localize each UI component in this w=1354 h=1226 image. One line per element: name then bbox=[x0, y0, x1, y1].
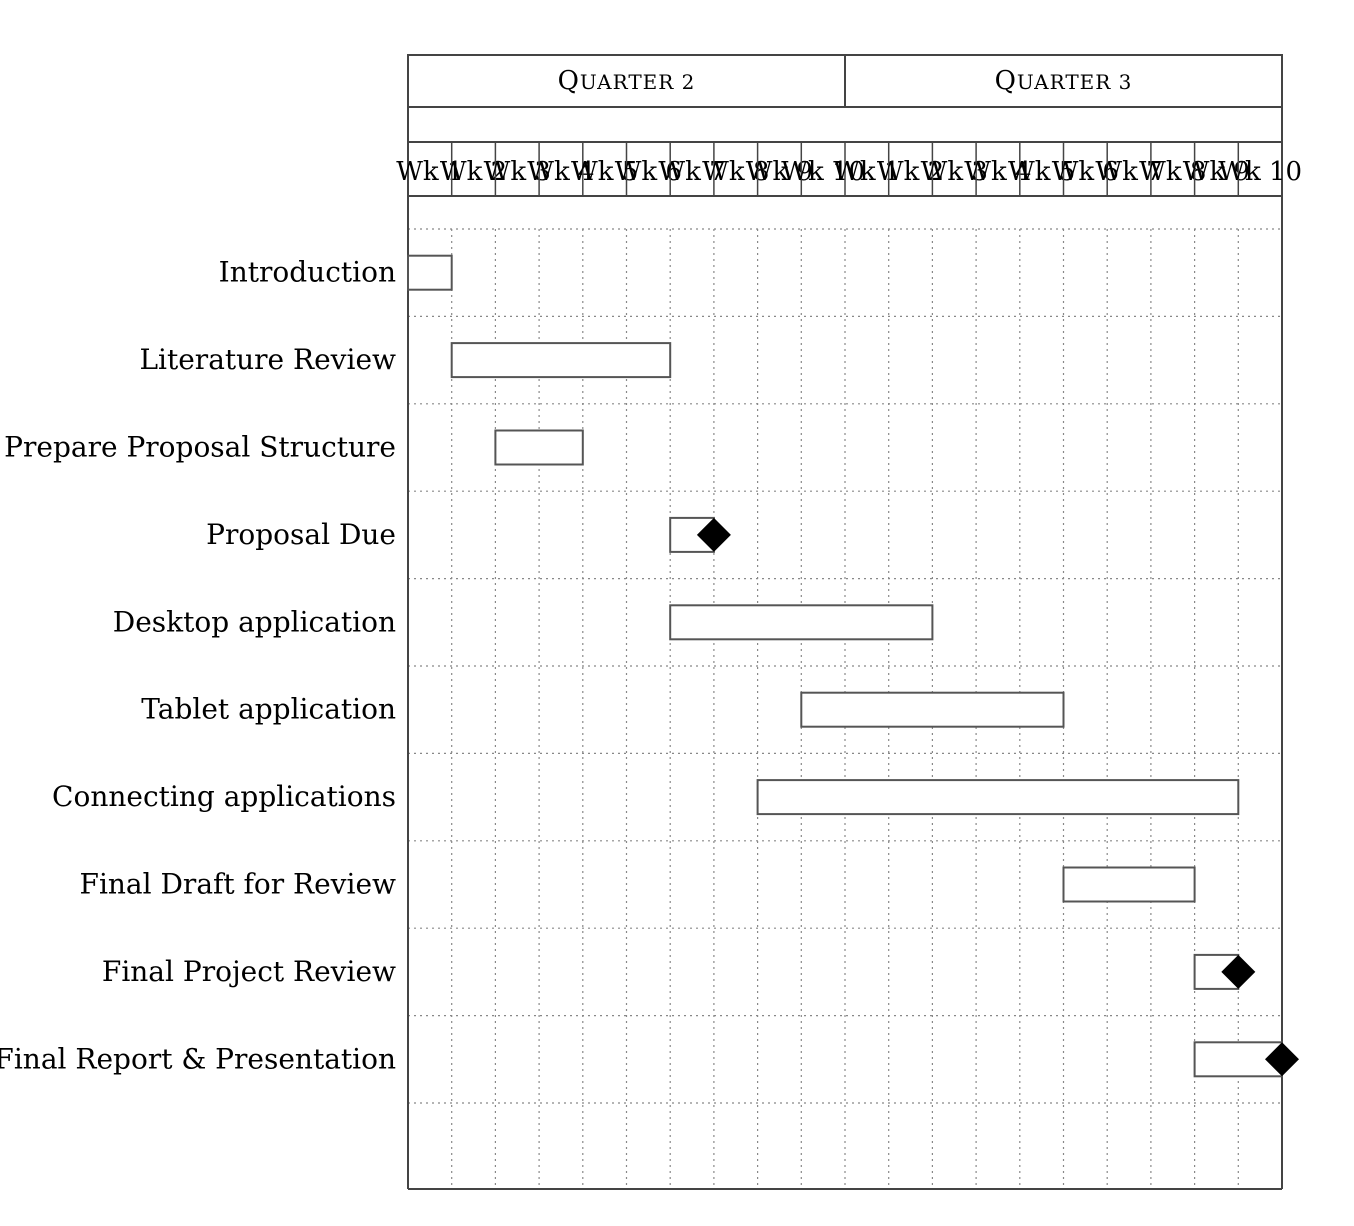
task-bar bbox=[756, 779, 1240, 816]
task-label: Literature Review bbox=[139, 343, 396, 376]
task-label: Proposal Due bbox=[206, 518, 396, 551]
task-bar bbox=[450, 342, 672, 379]
week-label: Wk 10 bbox=[781, 157, 865, 187]
quarter-label: QUARTER 3 bbox=[995, 66, 1133, 96]
week-label: Wk 10 bbox=[1218, 157, 1302, 187]
task-bar bbox=[1062, 866, 1196, 903]
task-label: Tablet application bbox=[141, 693, 396, 726]
milestone-diamond bbox=[1221, 954, 1256, 989]
task-label: Final Draft for Review bbox=[80, 868, 397, 901]
task-label: Desktop application bbox=[113, 605, 396, 638]
milestone-diamond bbox=[696, 517, 731, 552]
task-label: Connecting applications bbox=[52, 780, 396, 813]
task-label: Prepare Proposal Structure bbox=[4, 431, 396, 464]
quarter-label: QUARTER 2 bbox=[558, 66, 696, 96]
task-bar bbox=[800, 691, 1065, 728]
task-bar bbox=[669, 604, 934, 641]
task-label: Final Report & Presentation bbox=[0, 1042, 396, 1075]
task-bar bbox=[494, 429, 584, 466]
spacer-row bbox=[407, 106, 1283, 143]
task-label: Introduction bbox=[219, 256, 396, 289]
task-bar bbox=[407, 254, 453, 291]
chart-frame bbox=[407, 55, 1283, 1190]
milestone-diamond bbox=[1265, 1042, 1299, 1077]
task-label: Final Project Review bbox=[102, 955, 396, 988]
